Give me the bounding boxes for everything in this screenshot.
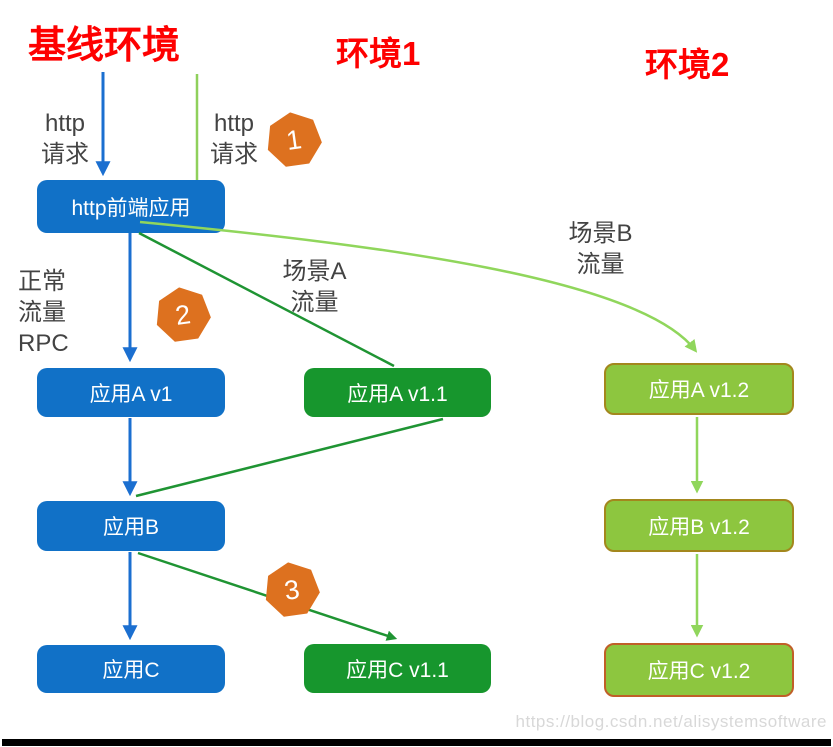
edge-app-a-v11-to-app-b-line bbox=[135, 417, 444, 498]
label-line: 流量 bbox=[18, 299, 66, 326]
label-line: 正常 bbox=[18, 268, 66, 295]
title-env2: 环境2 bbox=[645, 46, 730, 83]
label-http-request-baseline: http 请求 bbox=[35, 108, 95, 170]
label-scene-b-traffic: 场景B 流量 bbox=[548, 218, 653, 280]
label-line: 流量 bbox=[576, 251, 625, 278]
node-http-frontend-app: http前端应用 bbox=[37, 180, 225, 233]
bottom-divider-bar bbox=[2, 739, 831, 746]
title-env1: 环境1 bbox=[336, 35, 421, 72]
label-line: 请求 bbox=[210, 141, 258, 168]
label-scene-a-traffic: 场景A 流量 bbox=[262, 256, 367, 318]
step-badge-1: 1 bbox=[259, 105, 329, 175]
label-http-request-env1: http 请求 bbox=[204, 108, 264, 170]
label-line: 流量 bbox=[290, 289, 339, 316]
label-line: 场景B bbox=[568, 220, 633, 247]
title-baseline-env: 基线环境 bbox=[28, 25, 181, 67]
label-line: 场景A bbox=[282, 258, 347, 285]
label-line: RPC bbox=[18, 330, 69, 357]
node-app-b-v1-2: 应用B v1.2 bbox=[604, 499, 794, 552]
label-line: http bbox=[213, 110, 255, 137]
watermark-url: https://blog.csdn.net/alisystemsoftware bbox=[515, 712, 827, 731]
node-app-a-v1: 应用A v1 bbox=[37, 368, 225, 417]
label-line: http bbox=[44, 110, 86, 137]
step-badge-3: 3 bbox=[257, 555, 327, 625]
edge-app-b-to-app-c-v11-arrow bbox=[137, 551, 398, 641]
label-normal-traffic-rpc: 正常 流量 RPC bbox=[18, 266, 69, 359]
label-line: 请求 bbox=[41, 141, 89, 168]
node-app-c-v1-2: 应用C v1.2 bbox=[604, 643, 794, 697]
node-app-c-v1-1: 应用C v1.1 bbox=[304, 644, 491, 693]
node-app-c: 应用C bbox=[37, 645, 225, 693]
step-number: 3 bbox=[282, 573, 302, 606]
step-badge-2: 2 bbox=[148, 280, 218, 350]
node-app-a-v1-1: 应用A v1.1 bbox=[304, 368, 491, 417]
step-number: 2 bbox=[173, 298, 193, 331]
node-app-a-v1-2: 应用A v1.2 bbox=[604, 363, 794, 415]
node-app-b: 应用B bbox=[37, 501, 225, 551]
step-number: 1 bbox=[284, 123, 304, 156]
